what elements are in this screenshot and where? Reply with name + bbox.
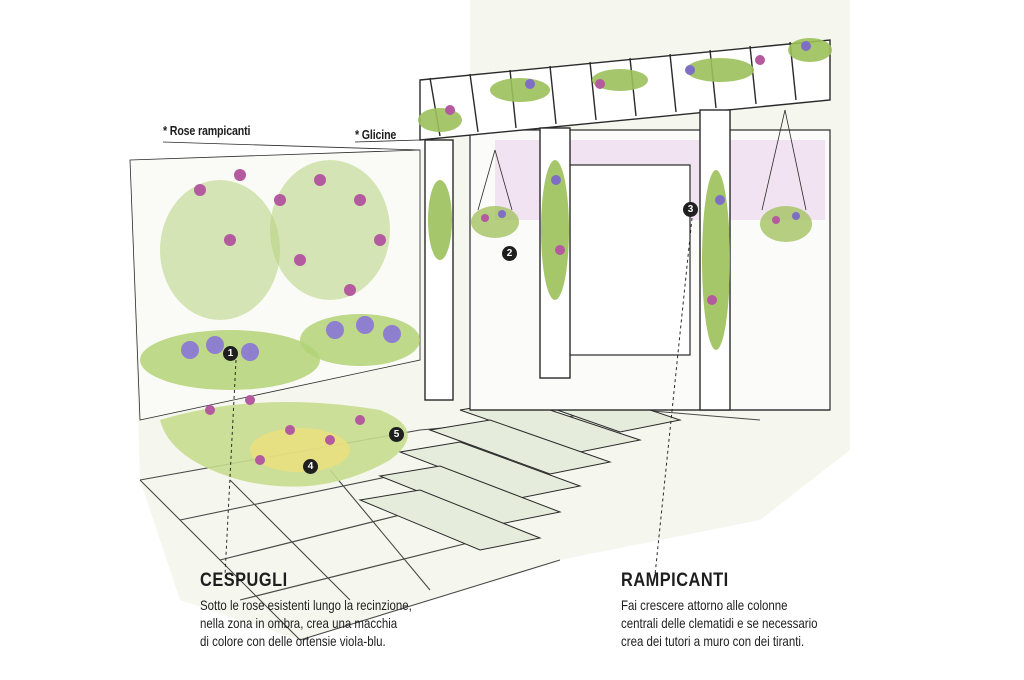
marker-3: 3 [683, 202, 698, 217]
rampicanti-title: RAMPICANTI [621, 570, 729, 591]
cespugli-line-2: nella zona in ombra, crea una macchia [200, 615, 398, 631]
flower-bed [160, 395, 408, 487]
building [469, 89, 831, 411]
rampicanti-line-3: crea dei tutori a muro con dei tiranti. [621, 633, 805, 649]
cespugli-line-3: di colore con delle ortensie viola-blu. [200, 633, 386, 649]
roses-annotation: * Rose rampicanti [163, 123, 251, 138]
marker-1: 1 [223, 346, 238, 361]
basket-plants [471, 206, 812, 242]
cespugli-title: CESPUGLI [200, 570, 288, 591]
marker-5: 5 [389, 427, 404, 442]
marker-4: 4 [303, 459, 318, 474]
wisteria-annotation: * Glicine [355, 127, 397, 142]
marker-2: 2 [502, 246, 517, 261]
rampicanti-line-1: Fai crescere attorno alle colonne [621, 597, 788, 613]
cespugli-line-1: Sotto le rose esistenti lungo la recinzi… [200, 597, 412, 613]
clematis-flowers [445, 41, 811, 305]
hanging-baskets [477, 109, 807, 211]
rampicanti-line-2: centrali delle clematidi e se necessario [621, 615, 818, 631]
annotation-rules [162, 139, 421, 151]
